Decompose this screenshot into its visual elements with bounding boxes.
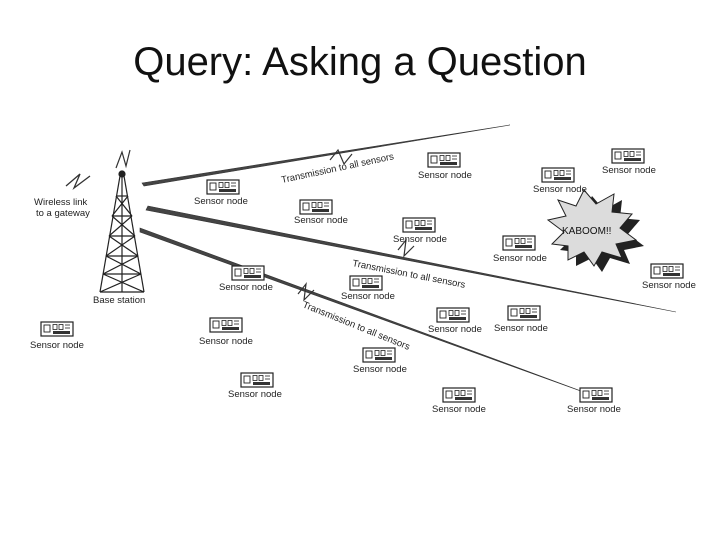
sensor-node: Sensor node: [418, 152, 472, 181]
sensor-node: Sensor node: [30, 321, 84, 351]
sensor-node-label: Sensor node: [353, 364, 407, 375]
sensor-node-label: Sensor node: [418, 170, 472, 181]
sensor-node: Sensor node: [199, 317, 253, 347]
sensor-node: Sensor node: [642, 263, 696, 291]
lightning-tower-top: [115, 149, 131, 169]
ray-upper: [141, 124, 511, 187]
slide-title: Query: Asking a Question: [133, 40, 587, 84]
lightning-lower: [297, 281, 315, 302]
wireless-link-label-1: Wireless link: [34, 197, 88, 208]
sensor-node: Sensor node: [228, 372, 282, 400]
sensor-node-label: Sensor node: [341, 291, 395, 302]
base-station-label: Base station: [93, 295, 145, 306]
sensor-node-label: Sensor node: [294, 215, 348, 226]
sensor-node: Sensor node: [567, 387, 621, 415]
ray-middle: [145, 205, 677, 313]
sensor-node: Sensor node: [602, 148, 656, 176]
lightning-middle: [397, 237, 415, 258]
sensor-node-label: Sensor node: [432, 404, 486, 415]
sensor-node-label: Sensor node: [567, 404, 621, 415]
sensor-node: Sensor node: [494, 305, 548, 334]
sensor-node: Sensor node: [341, 275, 395, 302]
base-station-tower: [99, 170, 145, 293]
sensor-node-label: Sensor node: [533, 184, 587, 195]
wireless-link-label-2: to a gateway: [36, 208, 90, 219]
sensor-node: Sensor node: [353, 347, 407, 375]
sensor-node: Sensor node: [533, 167, 587, 195]
sensor-node-label: Sensor node: [494, 323, 548, 334]
sensor-node-label: Sensor node: [228, 389, 282, 400]
transmission-label-3: Transmission to all sensors: [301, 300, 412, 353]
kaboom-text: KABOOM!!: [562, 226, 611, 237]
sensor-node: Sensor node: [393, 217, 447, 245]
sensor-node: Sensor node: [493, 235, 547, 264]
kaboom-burst: [546, 189, 638, 267]
sensor-node-label: Sensor node: [199, 336, 253, 347]
sensor-node-label: Sensor node: [393, 234, 447, 245]
sensor-node-label: Sensor node: [194, 196, 248, 207]
sensor-node-label: Sensor node: [30, 340, 84, 351]
lightning-upper: [329, 148, 353, 166]
sensor-node-label: Sensor node: [493, 253, 547, 264]
kaboom-event: KABOOM!!: [546, 189, 644, 272]
sensor-node-label: Sensor node: [642, 280, 696, 291]
sensor-node: Sensor node: [432, 387, 486, 415]
sensor-node: Sensor node: [194, 179, 248, 207]
sensor-node-label: Sensor node: [428, 324, 482, 335]
sensor-node-label: Sensor node: [219, 282, 273, 293]
lightning-gateway: [65, 173, 91, 190]
sensor-node: Sensor node: [219, 265, 273, 293]
transmission-label-1: Transmission to all sensors: [280, 151, 395, 186]
sensor-node-label: Sensor node: [602, 165, 656, 176]
sensor-node: Sensor node: [294, 199, 348, 226]
sensor-node: Sensor node: [428, 307, 482, 335]
